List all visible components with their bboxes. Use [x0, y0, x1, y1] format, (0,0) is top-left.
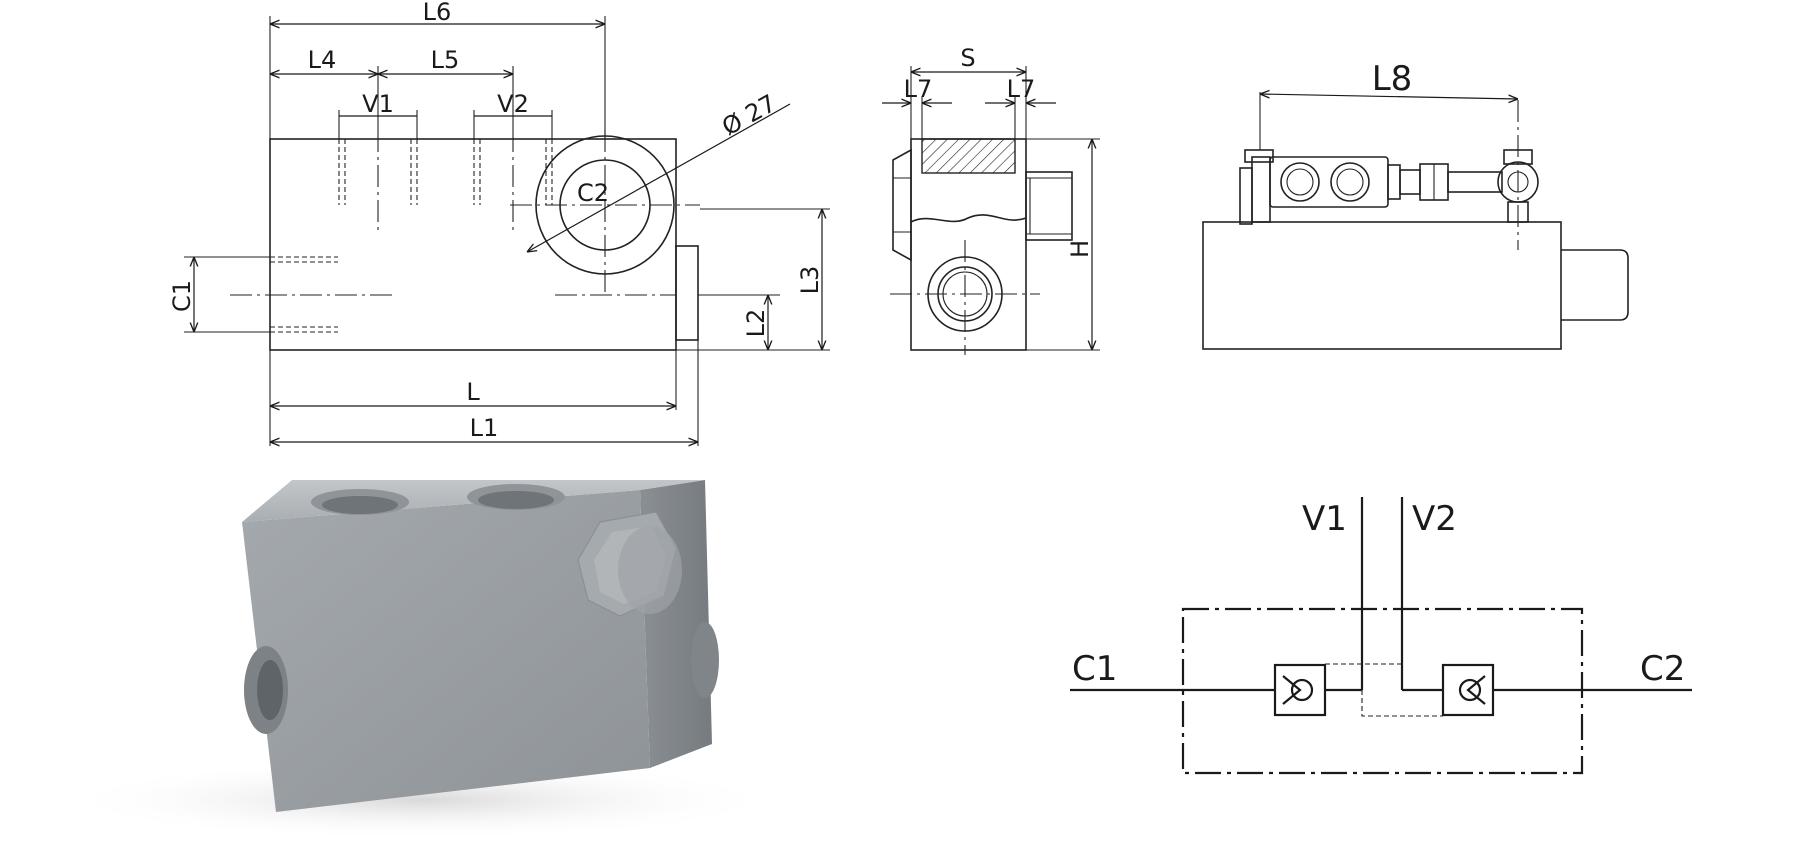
- check-valve-right: [1441, 663, 1495, 717]
- dim-label-l3: L3: [796, 266, 824, 295]
- dim-label-h: H: [1066, 240, 1094, 258]
- dim-label-l7-left: L7: [904, 75, 933, 103]
- dim-label-l6: L6: [423, 0, 452, 26]
- dim-label-s: S: [960, 44, 975, 72]
- schematic-label-c2: C2: [1640, 649, 1685, 689]
- dim-label-v1: V1: [362, 90, 394, 118]
- dim-label-diameter: Ø 27: [717, 89, 780, 141]
- hydraulic-schematic: V1 V2 C1 C2: [1070, 497, 1692, 775]
- top-body-outline: [1202, 221, 1562, 350]
- port-label-c2: C2: [577, 179, 609, 207]
- top-view: L8: [1202, 59, 1629, 350]
- front-body-outline: [269, 138, 677, 351]
- schematic-label-v1: V1: [1302, 499, 1347, 539]
- dim-label-l: L: [466, 378, 480, 406]
- dim-label-v2: V2: [497, 90, 529, 118]
- dim-label-l7-right: L7: [1007, 75, 1036, 103]
- front-view: L6 L4 L5 V1 V2 Ø 27 C2 C1 L3 L2: [168, 0, 830, 446]
- schematic-label-c1: C1: [1072, 649, 1117, 689]
- dim-label-l2: L2: [742, 309, 770, 338]
- side-view: S L7 L7 H: [882, 44, 1100, 355]
- dim-label-l5: L5: [431, 46, 460, 74]
- check-valve-left: [1273, 663, 1327, 717]
- render-front-face: [242, 490, 650, 812]
- dim-label-l1: L1: [470, 414, 499, 442]
- hatched-section: [921, 138, 1016, 174]
- dim-label-l8: L8: [1372, 59, 1413, 99]
- schematic-label-v2: V2: [1412, 499, 1457, 539]
- front-boss-outline: [675, 245, 699, 341]
- product-render: [60, 480, 780, 840]
- dim-label-l4: L4: [308, 46, 337, 74]
- port-label-c1: C1: [168, 280, 196, 312]
